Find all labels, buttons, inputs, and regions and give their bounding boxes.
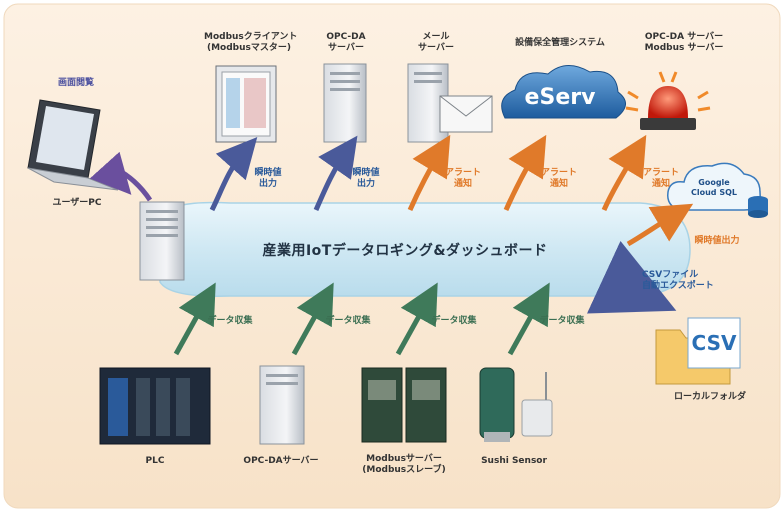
- asset-system-label: 設備保全管理システム: [515, 38, 605, 48]
- csv-export-arrow: [586, 240, 677, 314]
- eserv-cloud-icon: [501, 65, 626, 119]
- center-title: 産業用IoTデータロギング&ダッシュボード: [262, 243, 548, 259]
- data-collect-label-3: データ収集: [431, 316, 477, 326]
- instant-output-label-2-line1: 瞬時値: [352, 168, 380, 178]
- envelope-icon: [439, 95, 493, 133]
- instant-output-label-2: 瞬時値 出力: [346, 168, 386, 190]
- opc-modbus-server-label: OPC-DA サーバー Modbus サーバー: [634, 32, 734, 54]
- google-cloud-sql-icon: [667, 162, 768, 218]
- instant-output-label-1: 瞬時値 出力: [248, 168, 288, 190]
- sushi-sensor-icon: [479, 367, 553, 442]
- local-folder-label: ローカルフォルダ: [673, 392, 746, 402]
- google-cloud-sql-label-line1: Google: [698, 178, 730, 187]
- warning-lamp-icon: [625, 71, 711, 130]
- alert-arrow-2: [503, 134, 547, 212]
- mail-server-label: メール サーバー: [406, 32, 466, 54]
- alert-arrow-1: [407, 134, 451, 212]
- alert-label-3: アラート 通知: [636, 168, 686, 190]
- collect-arrow-1: [173, 282, 216, 356]
- alert-label-3-line2: 通知: [651, 179, 670, 189]
- opc-modbus-server-label-line1: OPC-DA サーバー: [644, 32, 724, 42]
- data-collect-label-2: データ収集: [325, 316, 371, 326]
- collect-arrow-2: [291, 282, 334, 356]
- alert-arrow-3: [601, 134, 647, 212]
- modbus-client-label: Modbusクライアント (Modbusマスター): [204, 32, 298, 54]
- google-cloud-sql-label-line2: Cloud SQL: [691, 188, 737, 197]
- google-cloud-sql-label: Google Cloud SQL: [682, 178, 746, 198]
- eserv-label: eServ: [525, 85, 597, 110]
- instant-output-label-1-line1: 瞬時値: [254, 168, 282, 178]
- alert-label-1-line1: アラート: [444, 168, 481, 178]
- alert-label-1: アラート 通知: [438, 168, 488, 190]
- modbus-client-label-line1: Modbusクライアント: [204, 32, 298, 42]
- data-collect-label-1: データ収集: [207, 316, 253, 326]
- instant-output-label-2-line2: 出力: [356, 179, 375, 189]
- csv-export-label-line2: 自動エクスポート: [642, 281, 714, 291]
- csv-folder-icon: [655, 317, 741, 385]
- csv-export-label: CSVファイル 自動エクスポート: [642, 270, 742, 292]
- opc-da-server-bottom-icon: [259, 365, 305, 445]
- modbus-server-label: Modbusサーバー (Modbusスレーブ): [356, 454, 452, 476]
- collect-arrow-4: [507, 282, 550, 356]
- mail-server-label-line2: サーバー: [418, 43, 454, 53]
- alert-label-2-line2: 通知: [549, 179, 568, 189]
- opc-da-server-label-line1: OPC-DA: [326, 32, 366, 42]
- user-pc-label: ユーザーPC: [52, 198, 102, 208]
- modbus-server-label-line2: (Modbusスレーブ): [362, 465, 446, 475]
- opc-da-server-icon: [323, 63, 367, 143]
- alert-label-1-line2: 通知: [453, 179, 472, 189]
- modbus-client-display-icon: [215, 65, 277, 143]
- modbus-server-label-line1: Modbusサーバー: [366, 454, 442, 464]
- mail-server-label-line1: メール: [422, 32, 450, 42]
- screen-view-label: 画面閲覧: [57, 78, 94, 88]
- alert-label-2-line1: アラート: [540, 168, 577, 178]
- opc-da-server-label: OPC-DA サーバー: [316, 32, 376, 54]
- opc-da-server-label-line2: サーバー: [328, 43, 364, 53]
- collect-arrow-3: [395, 282, 438, 356]
- laptop-arrow: [89, 151, 153, 202]
- sushi-sensor-label: Sushi Sensor: [481, 456, 547, 466]
- central-server-icon: [139, 201, 185, 281]
- opc-server-bottom-label: OPC-DAサーバー: [243, 456, 319, 466]
- plc-icon: [99, 367, 211, 445]
- modbus-client-label-line2: (Modbusマスター): [206, 43, 291, 53]
- csv-export-label-line1: CSVファイル: [642, 270, 699, 280]
- output-arrow-1: [209, 137, 258, 212]
- data-collect-label-4: データ収集: [539, 316, 585, 326]
- alert-label-3-line1: アラート: [642, 168, 679, 178]
- output-arrow-2: [313, 135, 358, 212]
- instant-output-cloud-label: 瞬時値出力: [694, 236, 740, 246]
- alert-label-2: アラート 通知: [534, 168, 584, 190]
- opc-modbus-server-label-line2: Modbus サーバー: [644, 43, 724, 53]
- plc-label: PLC: [145, 456, 165, 466]
- instant-output-label-1-line2: 出力: [258, 179, 277, 189]
- modbus-server-devices-icon: [361, 367, 447, 443]
- csv-icon-text: CSV: [692, 331, 737, 355]
